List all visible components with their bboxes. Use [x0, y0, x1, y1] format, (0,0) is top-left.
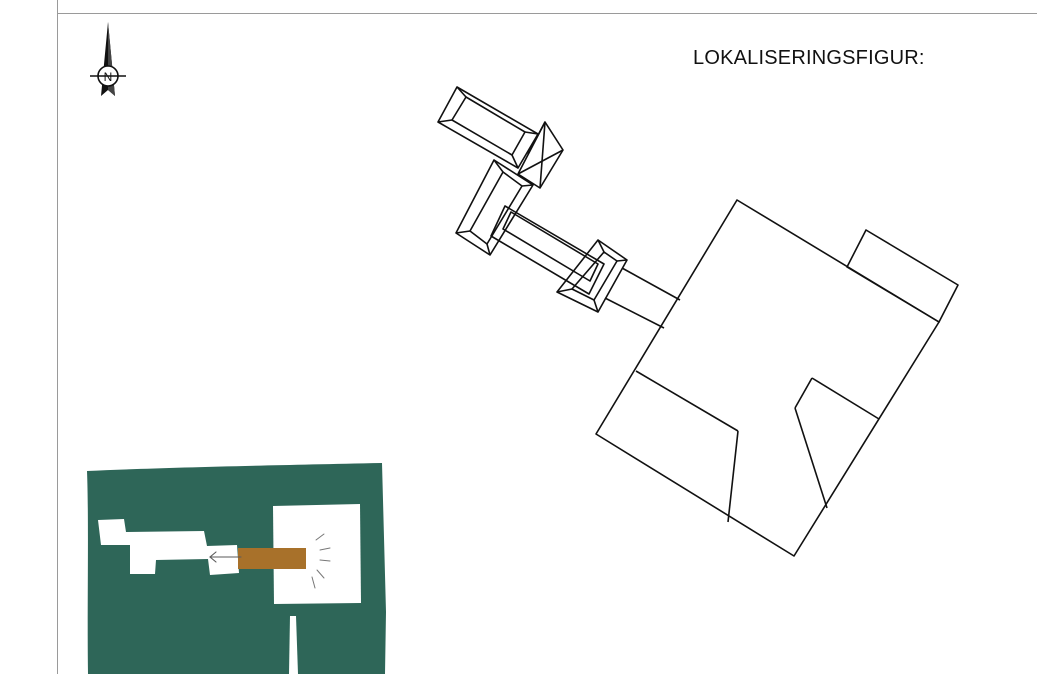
sketch-path: [289, 616, 298, 674]
wing-middle-block: [455, 159, 534, 256]
north-arrow-icon: N: [90, 22, 126, 96]
wing-long: [490, 205, 605, 295]
pavilion-crossed-roof: [517, 121, 564, 189]
figure-title: LOKALISERINGSFIGUR:: [693, 47, 925, 69]
main-building: [595, 199, 959, 557]
wing-small-block: [556, 239, 628, 313]
connecting-corridor: [604, 267, 681, 329]
sketch-main-building: [273, 504, 361, 604]
sheet-border-left: [57, 0, 58, 674]
sheet-border-top: [57, 13, 1037, 14]
sketch-west-wing: [98, 519, 239, 575]
sketch-arrow-icon: [209, 551, 242, 563]
wing-top-left: [437, 86, 539, 169]
north-arrow-letter: N: [104, 70, 113, 84]
sketch-corridor: [238, 548, 306, 569]
site-sketch: [87, 463, 386, 674]
sketch-glow-marks: [311, 533, 331, 589]
